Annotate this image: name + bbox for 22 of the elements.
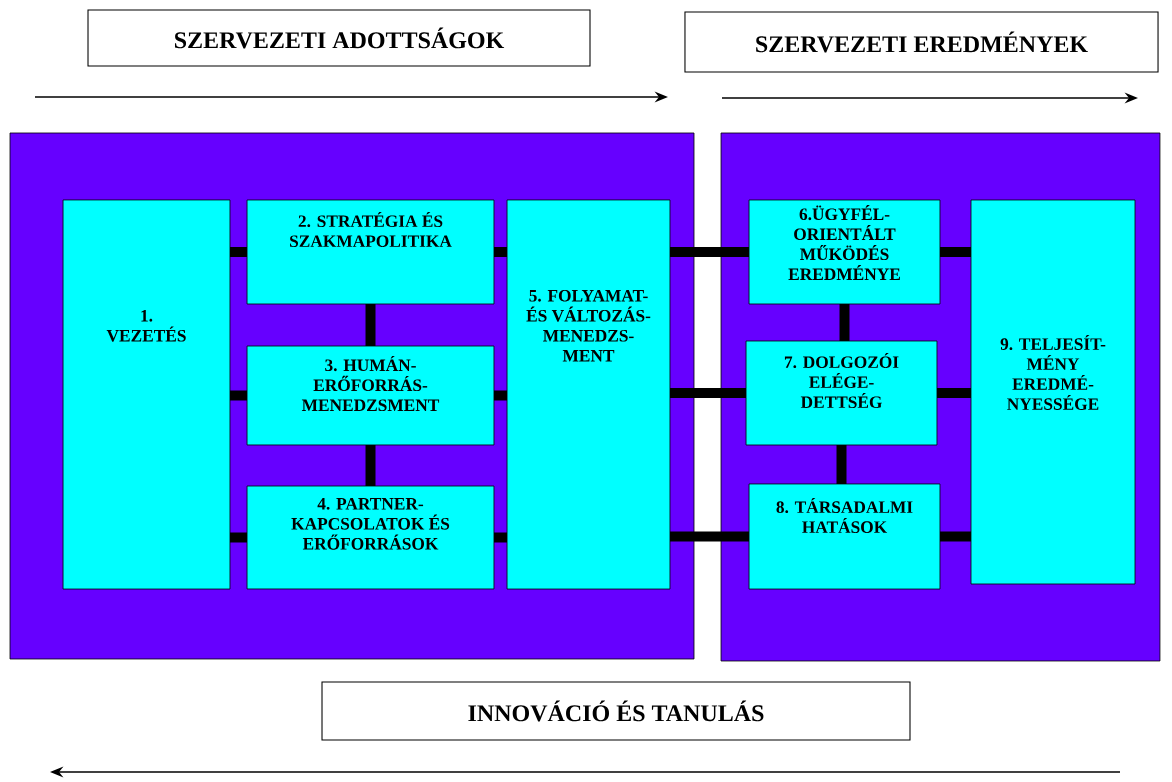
heading-box: SZERVEZETI EREDMÉNYEK xyxy=(684,11,1159,73)
criterion-box: 5. FOLYAMAT- ÉS VÁLTOZÁS- MENEDZS- MENT xyxy=(506,199,671,590)
criterion-box: 4. PARTNER- KAPCSOLATOK ÉS ERŐFORRÁSOK xyxy=(246,485,495,590)
connector-bar xyxy=(839,304,850,341)
criterion-box: 2. STRATÉGIA ÉS SZAKMAPOLITIKA xyxy=(246,199,495,305)
connector-bar xyxy=(836,445,847,484)
connector-bar xyxy=(937,388,971,398)
criterion-box: 6.ÜGYFÉL- ORIENTÁLT MŰKÖDÉS EREDMÉNYE xyxy=(748,199,941,305)
criterion-box: 8. TÁRSADALMI HATÁSOK xyxy=(748,483,941,590)
connector-bar xyxy=(365,304,376,346)
connector-bar xyxy=(670,531,749,542)
heading-box: SZERVEZETI ADOTTSÁGOK xyxy=(87,9,591,67)
criterion-box: 1. VEZETÉS xyxy=(62,199,231,590)
connector-bar xyxy=(940,247,971,257)
connector-bar xyxy=(670,388,746,398)
connector-bar xyxy=(365,445,376,486)
criterion-box: 9. TELJESÍT- MÉNY EREDMÉ- NYESSÉGE xyxy=(970,199,1136,585)
heading-box: INNOVÁCIÓ ÉS TANULÁS xyxy=(321,681,911,741)
connector-bar xyxy=(670,247,749,257)
criterion-box: 7. DOLGOZÓI ELÉGE- DETTSÉG xyxy=(745,340,938,446)
criterion-box: 3. HUMÁN- ERŐFORRÁS- MENEDZSMENT xyxy=(246,345,495,446)
connector-bar xyxy=(940,531,971,542)
